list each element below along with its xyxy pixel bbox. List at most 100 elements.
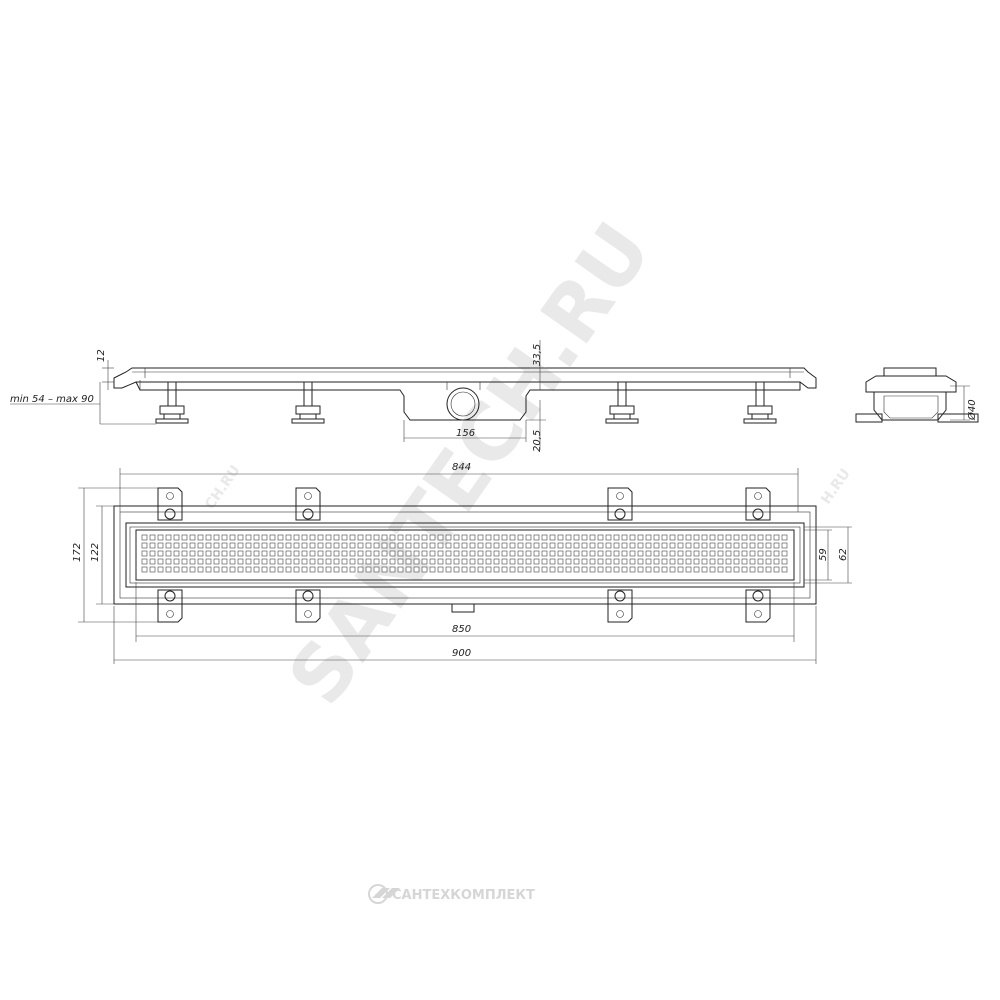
outlet-pipe: [446, 382, 481, 421]
grate-hole: [509, 566, 516, 573]
grate-hole: [285, 534, 292, 541]
grate-hole: [749, 542, 756, 549]
grate-hole: [573, 542, 580, 549]
grate-hole: [437, 558, 444, 565]
grate-hole: [405, 558, 412, 565]
grate-hole: [741, 542, 748, 549]
grate-hole: [669, 566, 676, 573]
grate-hole: [573, 558, 580, 565]
grate-hole: [477, 558, 484, 565]
grate-hole: [381, 534, 388, 541]
grate-hole: [589, 558, 596, 565]
grate-hole: [349, 542, 356, 549]
grate-hole: [781, 542, 788, 549]
grate-hole: [213, 558, 220, 565]
grate-hole: [597, 542, 604, 549]
grate-hole: [773, 542, 780, 549]
grate-hole: [421, 558, 428, 565]
grate-hole: [645, 566, 652, 573]
grate-hole: [357, 542, 364, 549]
grate-hole: [157, 550, 164, 557]
dim-outlet-offset: 156: [456, 428, 475, 439]
grate-hole: [485, 542, 492, 549]
grate-hole: [653, 542, 660, 549]
grate-hole: [165, 542, 172, 549]
grate-hole: [429, 542, 436, 549]
grate-hole: [669, 534, 676, 541]
grate-hole: [333, 542, 340, 549]
grate-hole: [437, 550, 444, 557]
grate-hole: [477, 542, 484, 549]
grate-hole: [525, 558, 532, 565]
grate-hole: [437, 566, 444, 573]
grate-hole: [661, 550, 668, 557]
grate-hole: [637, 558, 644, 565]
grate-hole: [781, 566, 788, 573]
plan-grate: [135, 529, 795, 581]
grate-hole: [509, 550, 516, 557]
grate-hole: [413, 550, 420, 557]
grate-hole: [205, 566, 212, 573]
dim-grate-width: 59: [818, 548, 829, 561]
grate-hole: [677, 542, 684, 549]
grate-hole: [237, 542, 244, 549]
grate-hole: [573, 550, 580, 557]
grate-hole: [477, 550, 484, 557]
grate-hole: [429, 558, 436, 565]
grate-hole: [325, 550, 332, 557]
grate-hole: [597, 534, 604, 541]
grate-hole: [677, 550, 684, 557]
grate-hole: [317, 542, 324, 549]
bracket-bottom-2: [295, 589, 321, 623]
grate-hole: [573, 534, 580, 541]
grate-hole: [149, 534, 156, 541]
grate-hole: [485, 550, 492, 557]
grate-hole: [613, 558, 620, 565]
grate-hole: [525, 542, 532, 549]
grate-hole: [445, 566, 452, 573]
grate-hole: [757, 566, 764, 573]
grate-hole: [333, 550, 340, 557]
grate-hole: [469, 550, 476, 557]
grate-hole: [277, 558, 284, 565]
grate-hole: [517, 566, 524, 573]
grate-hole: [221, 542, 228, 549]
grate-hole: [309, 558, 316, 565]
grate-hole: [389, 542, 396, 549]
grate-hole: [245, 566, 252, 573]
grate-hole: [301, 558, 308, 565]
grate-hole: [261, 566, 268, 573]
grate-hole: [645, 542, 652, 549]
grate-hole: [293, 566, 300, 573]
grate-hole: [309, 566, 316, 573]
grate-hole: [677, 534, 684, 541]
grate-hole: [589, 550, 596, 557]
grate-hole: [501, 550, 508, 557]
grate-hole: [645, 550, 652, 557]
grate-hole: [149, 542, 156, 549]
grate-hole: [245, 550, 252, 557]
grate-hole: [589, 542, 596, 549]
grate-hole: [221, 566, 228, 573]
grate-hole: [325, 534, 332, 541]
grate-hole: [469, 558, 476, 565]
grate-hole: [205, 542, 212, 549]
grate-hole: [645, 534, 652, 541]
grate-hole: [141, 550, 148, 557]
grate-hole: [317, 558, 324, 565]
grate-hole: [749, 566, 756, 573]
grate-hole: [349, 566, 356, 573]
grate-hole: [541, 542, 548, 549]
grate-hole: [701, 566, 708, 573]
grate-hole: [181, 534, 188, 541]
grate-hole: [141, 542, 148, 549]
grate-hole: [557, 542, 564, 549]
grate-hole: [517, 558, 524, 565]
grate-hole: [349, 534, 356, 541]
grate-hole: [165, 550, 172, 557]
grate-hole: [661, 542, 668, 549]
grate-hole: [637, 534, 644, 541]
grate-hole: [157, 534, 164, 541]
grate-hole: [333, 534, 340, 541]
